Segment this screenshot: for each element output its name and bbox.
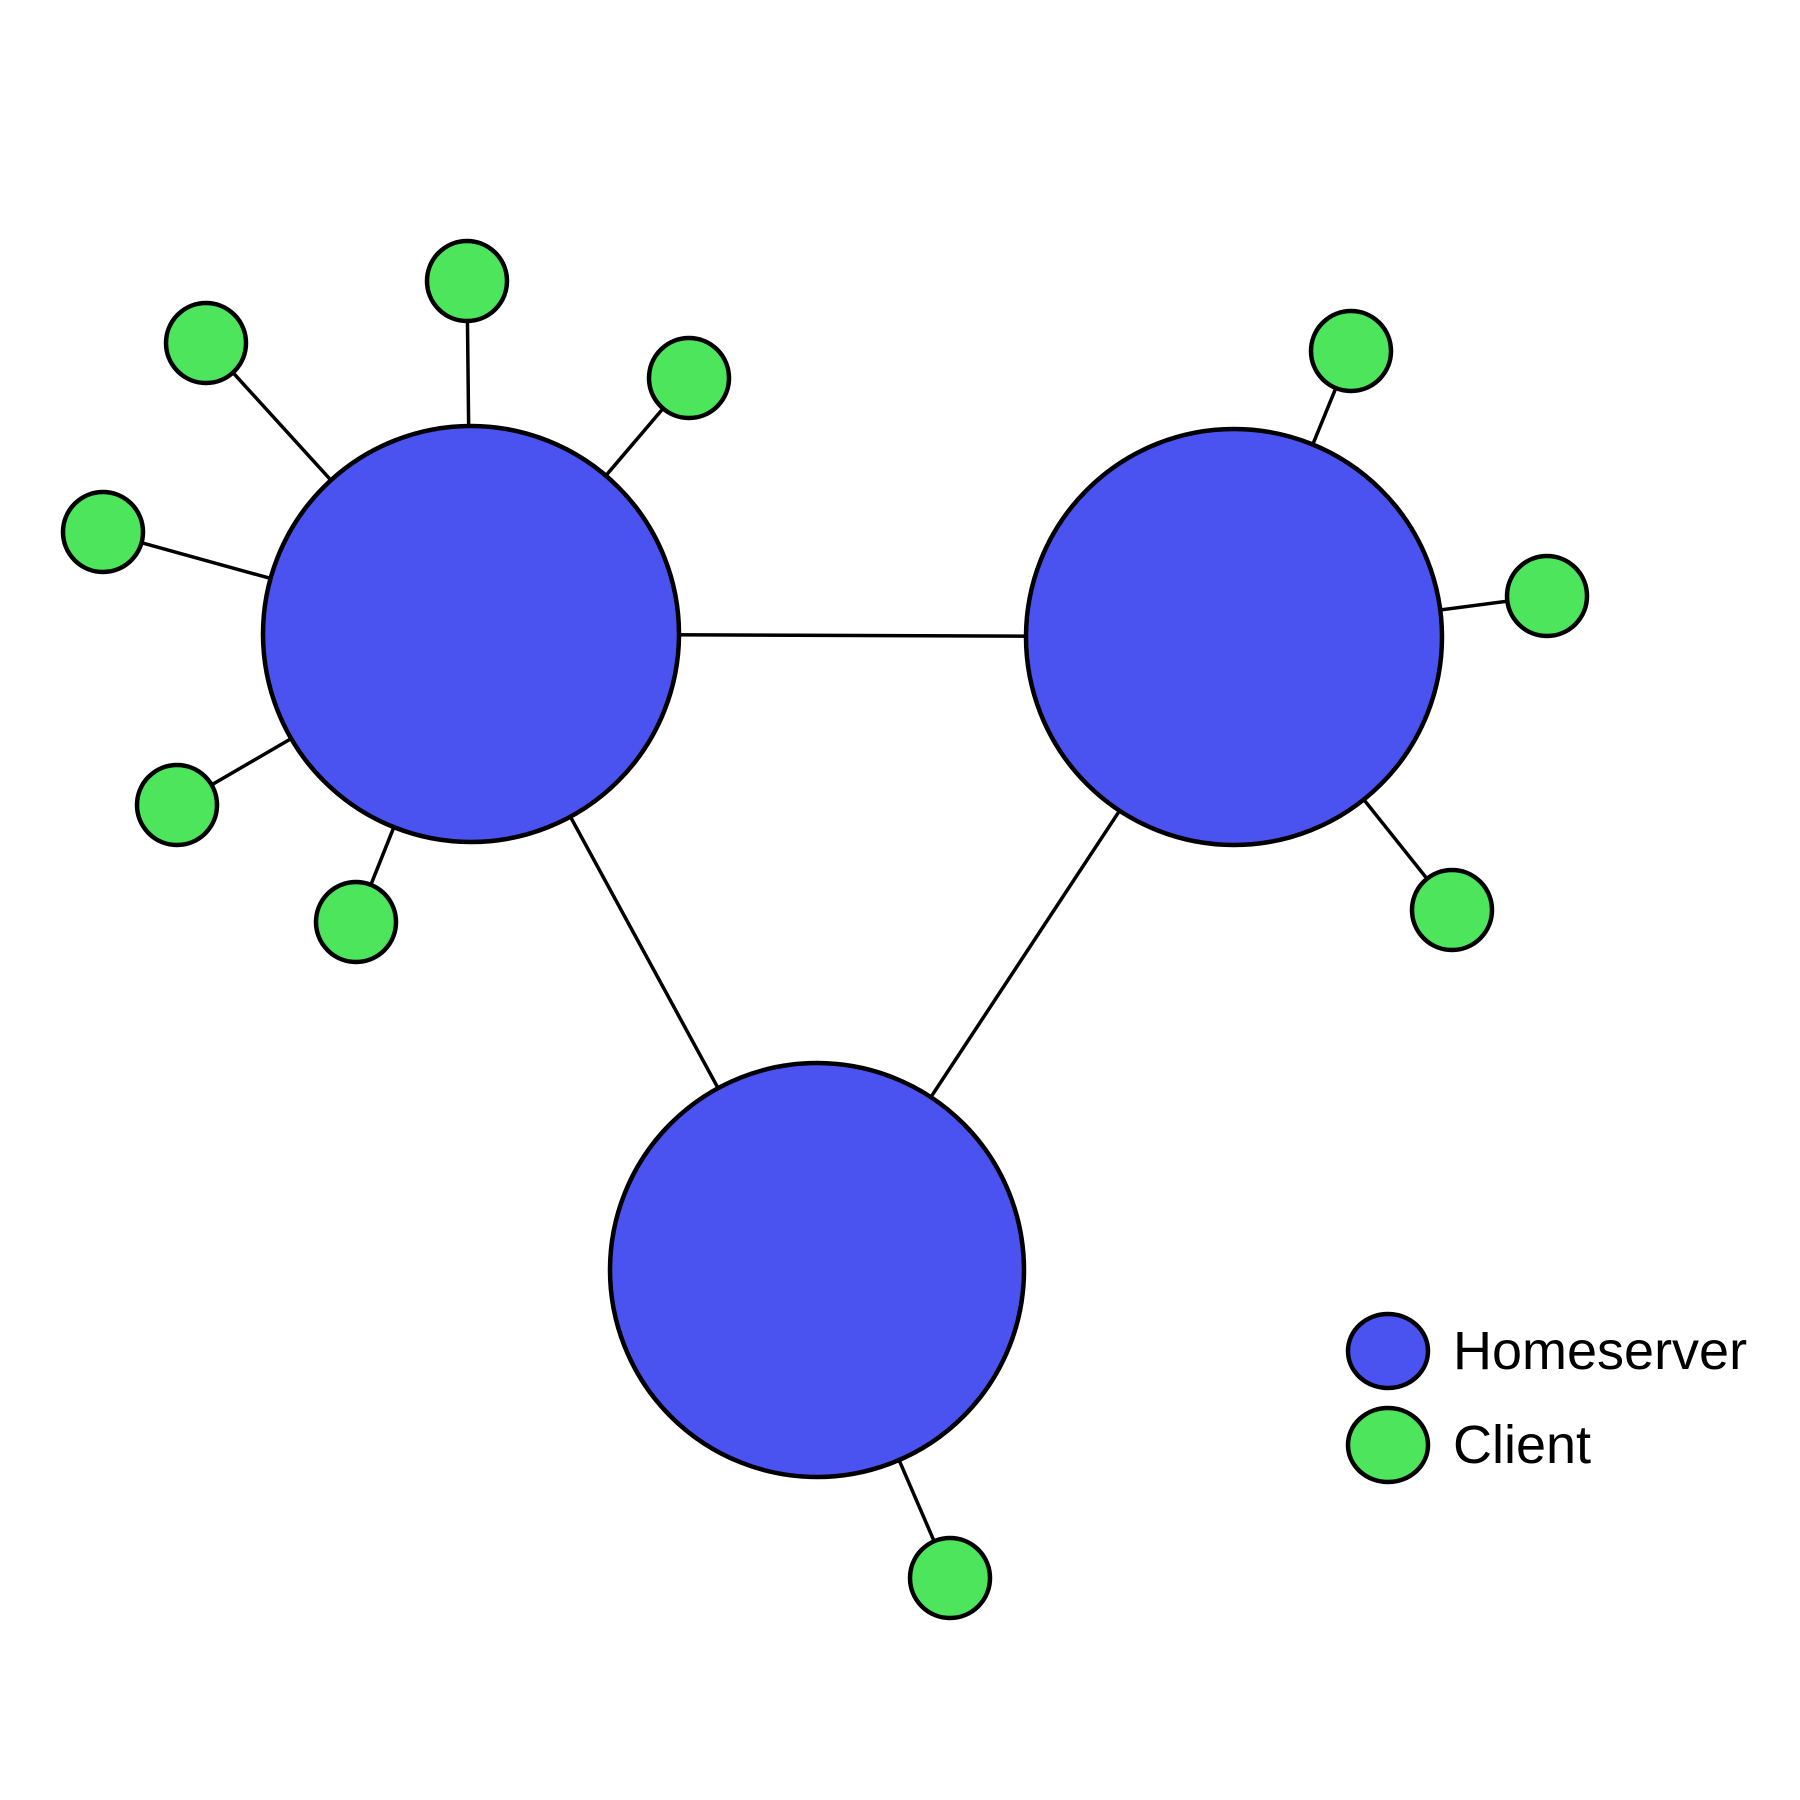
homeserver-node-hs1 xyxy=(260,423,682,845)
legend-client-swatch xyxy=(1345,1405,1431,1485)
client-node-c10 xyxy=(907,1535,993,1621)
client-node-c3 xyxy=(646,335,732,421)
client-node-c5 xyxy=(134,762,220,848)
client-node-c6 xyxy=(313,879,399,965)
legend-homeserver-label: Homeserver xyxy=(1453,1321,1747,1381)
client-node-c1 xyxy=(424,238,510,324)
client-node-c2 xyxy=(163,300,249,386)
client-node-c9 xyxy=(1409,867,1495,953)
client-node-c4 xyxy=(60,489,146,575)
client-node-c7 xyxy=(1308,308,1394,394)
legend: Homeserver Client xyxy=(1345,1311,1747,1485)
legend-homeserver-swatch xyxy=(1345,1311,1431,1391)
homeserver-node-hs2 xyxy=(1023,426,1445,848)
client-node-c8 xyxy=(1504,553,1590,639)
nodes-layer xyxy=(60,238,1590,1621)
legend-client-label: Client xyxy=(1453,1415,1591,1475)
homeserver-node-hs3 xyxy=(607,1060,1027,1480)
